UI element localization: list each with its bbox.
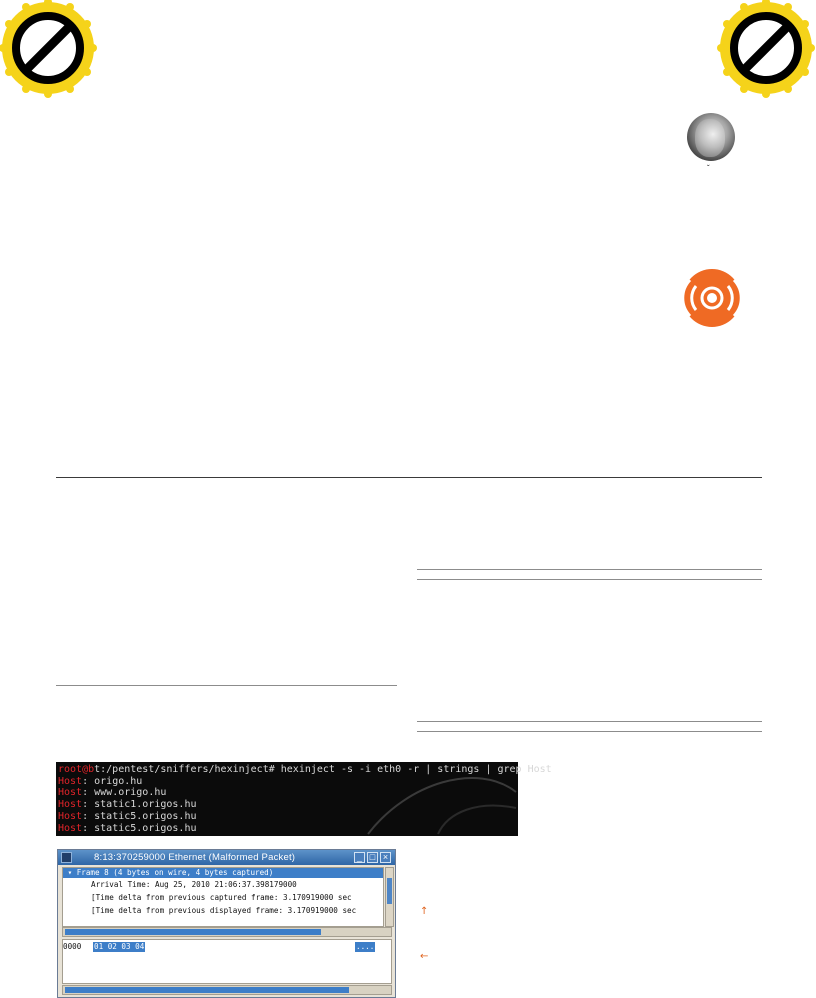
prompt-command: t:/pentest/sniffers/hexinject# hexinject…: [94, 764, 552, 775]
box-bottom-rule: [417, 731, 762, 732]
terminal-prompt-line: root@bt:/pentest/sniffers/hexinject# hex…: [56, 764, 552, 776]
terminal-screenshot: root@bt:/pentest/sniffers/hexinject# hex…: [56, 762, 552, 836]
sound-waves-icon: [681, 269, 743, 327]
scrollbar-thumb[interactable]: [387, 878, 392, 904]
window-titlebar: 8:13:370259000 Ethernet (Malformed Packe…: [58, 850, 395, 865]
avatar-face: [695, 119, 725, 157]
terminal-output-line: Host: static1.origos.hu: [58, 799, 197, 811]
terminal-output-line: Host: static5.origos.hu: [58, 822, 197, 834]
packet-details-pane[interactable]: ▾ Frame 8 (4 bytes on wire, 4 bytes capt…: [62, 867, 384, 927]
hex-offset: 0000: [63, 942, 82, 951]
close-button[interactable]: ×: [380, 852, 391, 863]
tree-row-frame[interactable]: ▾ Frame 8 (4 bytes on wire, 4 bytes capt…: [63, 868, 383, 878]
prompt-user: root@b: [58, 764, 95, 775]
scrollbar-thumb[interactable]: [65, 929, 321, 935]
app-icon: [61, 852, 72, 863]
minimize-button[interactable]: _: [354, 852, 365, 863]
box-top-rule-inner: [417, 579, 762, 580]
expand-triangle-icon[interactable]: ▾: [63, 868, 77, 877]
hex-bytes[interactable]: 01 02 03 04: [93, 942, 146, 952]
details-vertical-scrollbar[interactable]: [385, 867, 394, 927]
hex-bytes-pane[interactable]: 0000 01 02 03 04 ....: [62, 939, 392, 984]
details-horizontal-scrollbar[interactable]: [62, 927, 392, 937]
avatar-caret: ˇ: [707, 164, 710, 173]
arrow-left-icon: ←: [420, 951, 429, 962]
terminal-output-line: Host: origo.hu: [58, 775, 143, 787]
tree-row-delta-displayed[interactable]: [Time delta from previous displayed fram…: [91, 906, 357, 915]
terminal-background-swirl: [367, 777, 517, 835]
box-bottom-rule-inner: [417, 721, 762, 722]
box-top-rule: [417, 569, 762, 570]
arrow-up-icon: ↑: [420, 906, 429, 917]
tree-row-delta-captured[interactable]: [Time delta from previous captured frame…: [91, 893, 352, 902]
scrollbar-thumb[interactable]: [65, 987, 349, 993]
window-title: 8:13:370259000 Ethernet (Malformed Packe…: [94, 852, 296, 863]
no-entry-badge-left-icon: [0, 0, 97, 98]
tree-row-arrival[interactable]: Arrival Time: Aug 25, 2010 21:06:37.3981…: [91, 880, 297, 889]
no-entry-badge-right-icon: [717, 0, 815, 98]
author-avatar: [687, 113, 735, 161]
terminal-output-line: Host: www.origo.hu: [58, 787, 167, 799]
terminal-output-line: Host: static5.origos.hu: [58, 810, 197, 822]
hex-ascii[interactable]: ....: [355, 942, 376, 952]
packet-detail-window: 8:13:370259000 Ethernet (Malformed Packe…: [57, 849, 396, 998]
section-divider: [56, 477, 762, 478]
column-divider: [56, 685, 397, 686]
hex-horizontal-scrollbar[interactable]: [62, 985, 392, 995]
maximize-button[interactable]: □: [367, 852, 378, 863]
